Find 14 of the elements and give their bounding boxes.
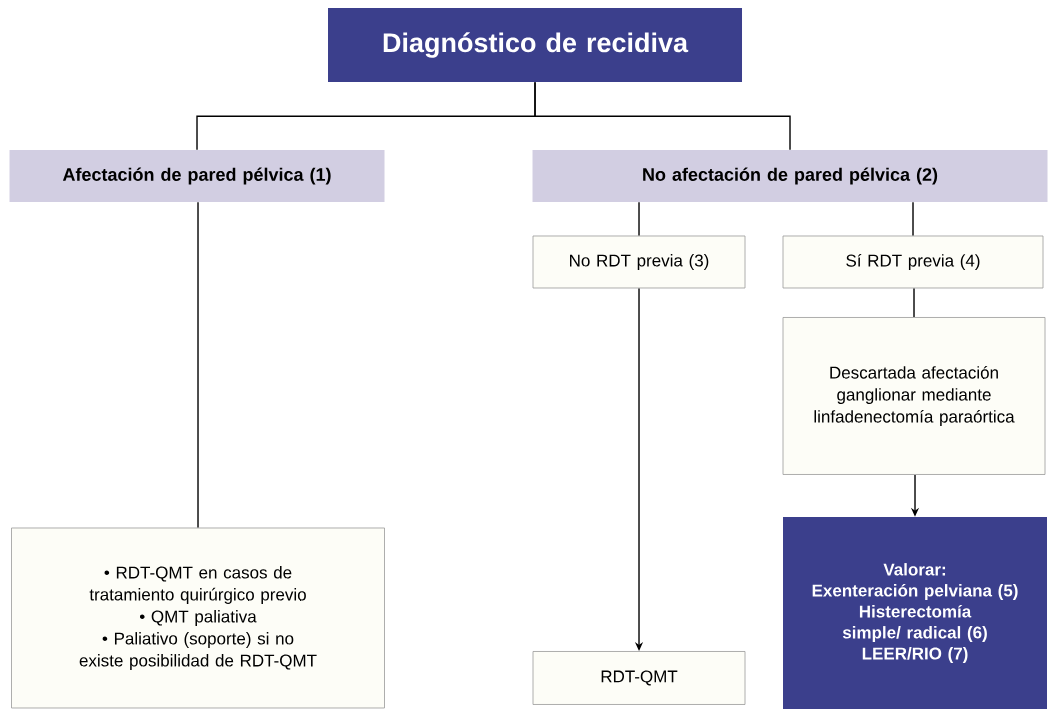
connector <box>638 201 640 237</box>
process-box: Descartada afectación ganglionar mediante linfadenectomía paraórtica <box>782 317 1046 475</box>
connector <box>197 201 199 529</box>
result-box: Valorar: Exenteración pelviana (5) Histerectomía simple/ radical (6) LEER/RIO (7) <box>783 517 1047 709</box>
category-band: Afectación de pared pélvica (1) <box>9 150 385 202</box>
process-box: Sí RDT previa (4) <box>782 235 1044 289</box>
category-band: No afectación de pared pélvica (2) <box>532 150 1048 202</box>
connector <box>912 201 914 237</box>
title-box: Diagnóstico de recidiva <box>328 8 742 82</box>
connector <box>913 287 915 318</box>
connector <box>534 81 791 151</box>
process-box: No RDT previa (3) <box>532 235 746 289</box>
process-box: RDT-QMT <box>532 651 746 705</box>
process-box: • RDT-QMT en casos de tratamiento quirúrgico previo • QMT paliativa • Paliativo (soporte) si no existe posibilidad de RDT-QMT <box>11 527 385 709</box>
